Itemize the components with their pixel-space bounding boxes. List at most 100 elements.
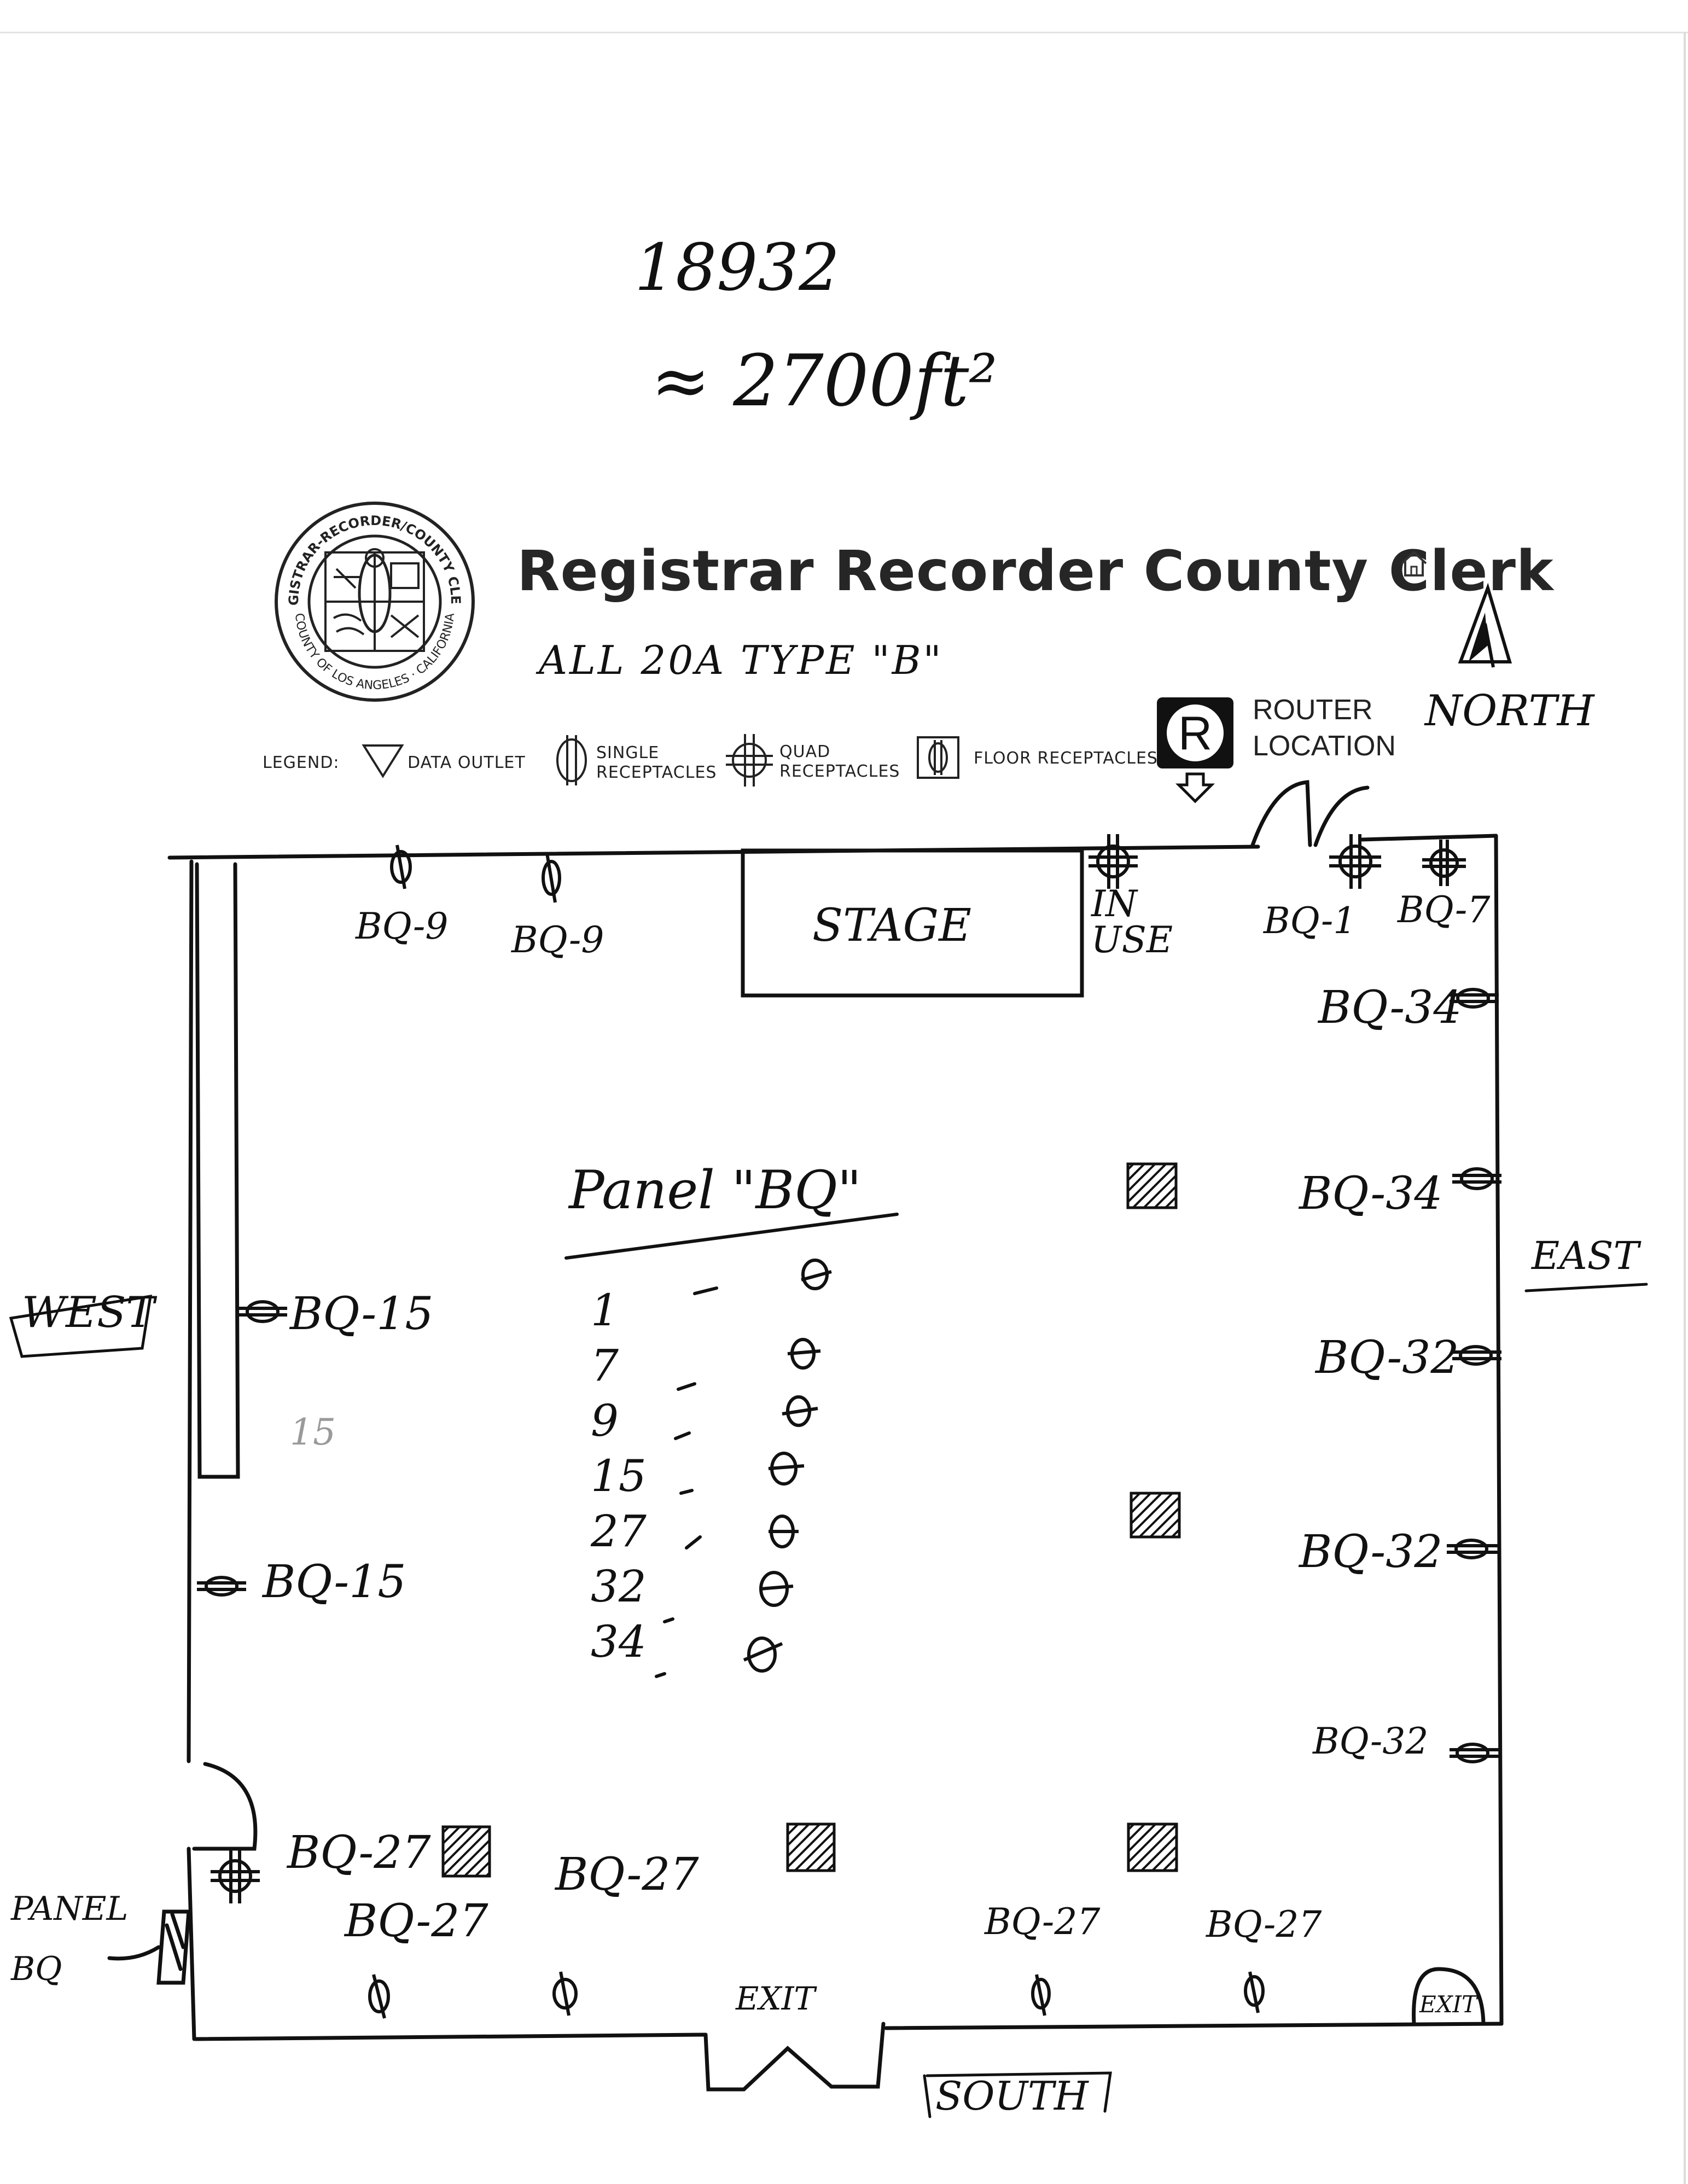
east-label: EAST	[1532, 1233, 1639, 1278]
quad-receptacle-icon	[726, 734, 773, 787]
north-door	[1250, 780, 1370, 847]
circuit-label: BQ-9	[511, 919, 604, 961]
schedule-dashes	[655, 1286, 718, 1678]
single-receptacle-icon	[542, 853, 561, 903]
router-label-1: ROUTER	[1253, 694, 1373, 726]
router-location-label: ROUTER LOCATION	[1253, 692, 1396, 764]
south-exit-label: EXIT	[736, 1980, 816, 2017]
legend: LEGEND: DATA OUTLET SINGLE RECEPTACLES Q…	[263, 697, 1411, 820]
east-wall	[1494, 834, 1504, 2026]
router-icon: R	[1157, 697, 1233, 803]
floor-receptacle-icon	[917, 736, 959, 779]
circuit-label: BQ-7	[1398, 889, 1491, 931]
west-label: WEST	[22, 1288, 155, 1337]
west-door	[192, 1762, 258, 1851]
schedule-row: 9	[591, 1395, 619, 1446]
panel-schedule-title: Panel "BQ"	[569, 1160, 862, 1221]
legend-single-1: SINGLE	[596, 743, 660, 762]
circuit-label: BQ-27	[1206, 1903, 1322, 1946]
legend-single-2: RECEPTACLES	[596, 763, 717, 782]
home-icon	[1401, 551, 1427, 576]
job-number: 18932	[635, 230, 840, 305]
page-title: Registrar Recorder County Clerk	[517, 539, 1554, 604]
stage-label: STAGE	[812, 900, 971, 952]
county-seal: REGISTRAR-RECORDER/COUNTY CLERK COUNTY O…	[273, 500, 475, 702]
page-right-border	[1684, 32, 1686, 2184]
panel-bq-label: PANEL BQ	[11, 1879, 128, 1999]
east-underline	[1524, 1283, 1648, 1292]
duplex-receptacle-icon	[1452, 1345, 1501, 1366]
north-wall	[167, 834, 1498, 860]
north-label: NORTH	[1425, 686, 1594, 736]
circuit-label: BQ-32	[1313, 1720, 1429, 1762]
panel-bq-box	[156, 1909, 191, 1985]
legend-quad-1: QUAD	[779, 742, 831, 761]
schedule-row: 7	[591, 1340, 619, 1391]
single-receptacle-icon	[1244, 1971, 1265, 2013]
west-partition	[195, 862, 240, 1479]
south-wall	[194, 2022, 1504, 2041]
circuit-label: BQ-15	[290, 1288, 434, 1340]
schedule-row: 34	[591, 1616, 647, 1667]
circuit-label: BQ-1	[1264, 900, 1357, 942]
circuit-label: 15	[290, 1411, 336, 1453]
floor-box	[1130, 1492, 1181, 1539]
duplex-receptacle-icon	[1452, 1167, 1501, 1190]
receptacle-type-note: ALL 20A TYPE "B"	[539, 637, 944, 683]
exit-door	[1412, 1967, 1486, 2026]
router-letter: R	[1178, 707, 1212, 760]
area-note: ≈ 2700ft²	[651, 339, 998, 422]
single-receptacle-icon	[368, 1974, 390, 2019]
circuit-label: BQ-32	[1299, 1526, 1443, 1578]
quad-receptacle-icon	[211, 1849, 260, 1903]
schedule-underline	[564, 1213, 899, 1260]
floor-box	[441, 1825, 491, 1878]
circuit-label: BQ-34	[1318, 982, 1462, 1034]
duplex-receptacle-icon	[1450, 1743, 1499, 1763]
circuit-label: BQ-27	[555, 1849, 699, 1901]
legend-quad-2: RECEPTACLES	[779, 762, 900, 781]
panel-leader	[107, 1945, 161, 1961]
stage	[741, 848, 1084, 998]
single-receptacle-icon	[1031, 1974, 1051, 2016]
data-outlet-icon	[362, 744, 404, 778]
in-use-label: IN USE	[1091, 886, 1173, 958]
schedule-row: 32	[591, 1561, 647, 1612]
circuit-label: BQ-27	[287, 1827, 431, 1879]
duplex-receptacle-icon	[238, 1300, 287, 1323]
floor-box	[1127, 1822, 1178, 1872]
legend-data-outlet: DATA OUTLET	[408, 753, 526, 772]
page-top-border	[0, 32, 1688, 33]
in-use-1: IN	[1091, 883, 1137, 925]
panel-label-2: BQ	[11, 1950, 62, 1988]
circuit-label: BQ-15	[263, 1556, 406, 1608]
floor-box	[786, 1822, 836, 1872]
legend-label: LEGEND:	[263, 753, 340, 772]
south-exit-doors	[703, 2022, 886, 2092]
quad-receptacle-icon	[1422, 840, 1466, 886]
quad-receptacle-icon	[1089, 834, 1138, 889]
west-label-box	[9, 1294, 153, 1358]
west-wall	[187, 859, 196, 2041]
circuit-label: BQ-9	[356, 905, 449, 947]
panel-label-1: PANEL	[11, 1890, 129, 1928]
duplex-receptacle-icon	[1447, 1539, 1499, 1559]
corner-exit-label: EXIT	[1419, 1991, 1477, 2018]
router-label-2: LOCATION	[1253, 730, 1396, 762]
south-label-box	[923, 2071, 1112, 2118]
floor-box	[1126, 1162, 1178, 1209]
legend-floor: FLOOR RECEPTACLES	[974, 749, 1158, 768]
duplex-receptacle-icon	[197, 1576, 246, 1597]
schedule-row: 15	[591, 1451, 647, 1501]
schedule-row: 1	[591, 1285, 619, 1336]
panel-schedule: 1 7 9 15 27 32 34	[591, 1283, 647, 1669]
quad-receptacle-icon	[1329, 834, 1381, 889]
single-receptacle-icon	[552, 1971, 578, 2016]
circuit-label: BQ-34	[1299, 1168, 1443, 1220]
south-label: SOUTH	[935, 2073, 1089, 2119]
schedule-row: 27	[591, 1506, 647, 1557]
circuit-label: BQ-27	[345, 1895, 488, 1947]
in-use-2: USE	[1091, 919, 1173, 961]
duplex-receptacle-icon	[1450, 988, 1499, 1009]
